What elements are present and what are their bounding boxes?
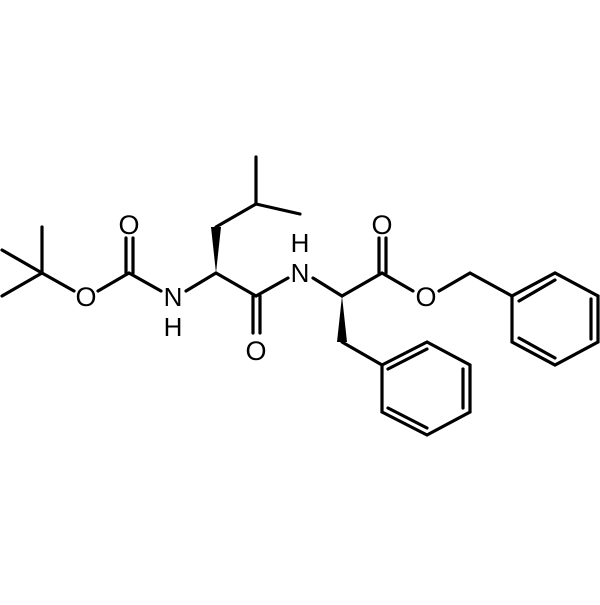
phe-benzene-ring <box>380 340 472 437</box>
bond-oxygen-carbamate-carbon <box>96 271 131 293</box>
atom-label-hydrogen: H <box>164 312 183 342</box>
atom-label-hydrogen: H <box>291 228 310 258</box>
bond-nitrogen-leu-alpha <box>184 271 218 293</box>
bond-phe-alpha-ester-carbon <box>340 271 384 298</box>
wedge-bond-leu-side-chain <box>211 227 221 273</box>
bond-amide-nitrogen <box>254 276 290 298</box>
wedge-bond-phe-side-chain <box>337 296 347 342</box>
bond-leu-ch2-ch <box>214 202 258 229</box>
bond-tbu-methyl-left-down <box>0 271 44 298</box>
bond-phe-ch2-ring <box>340 340 384 367</box>
bond-leu-alpha-amide-carbon <box>214 271 258 298</box>
bond-ester-carbon-oxygen <box>380 271 415 293</box>
atom-label-oxygen: O <box>118 210 139 240</box>
bond-benzyl-ch2-ring <box>468 271 514 298</box>
bond-tbu-methyl-left-up <box>0 248 44 275</box>
atom-label-nitrogen: N <box>291 258 310 288</box>
atom-label-oxygen: O <box>245 336 266 366</box>
bond-carbamate-nitrogen <box>127 271 163 293</box>
atom-label-oxygen: O <box>75 282 96 312</box>
bond-leu-ch-methyl-right <box>254 202 302 216</box>
atom-label-nitrogen: N <box>164 282 183 312</box>
benzyl-benzene-ring <box>510 271 600 367</box>
bond-oxygen-benzyl-ch2 <box>437 271 472 293</box>
bond-tbu-oxygen <box>40 271 76 293</box>
atom-label-oxygen: O <box>371 210 392 240</box>
bond-nitrogen-phe-alpha <box>311 276 344 298</box>
atom-label-oxygen: O <box>415 282 436 312</box>
